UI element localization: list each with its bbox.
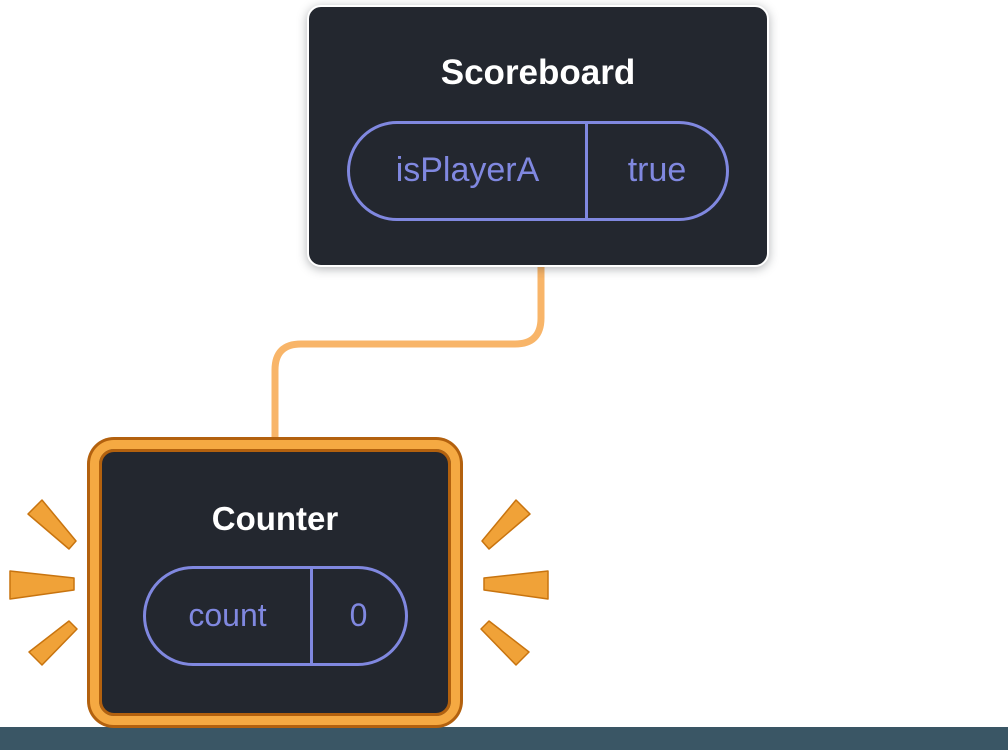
- spark-icon: [483, 570, 549, 600]
- spark-icon: [480, 620, 530, 666]
- state-divider: [585, 123, 588, 218]
- scoreboard-component-card: Scoreboard isPlayerA true: [307, 5, 769, 267]
- state-value: true: [627, 151, 687, 189]
- spark-icon: [28, 620, 78, 666]
- bottom-bar: [0, 727, 1008, 750]
- scoreboard-title: Scoreboard: [440, 52, 636, 92]
- spark-icon: [27, 499, 77, 550]
- state-divider: [309, 568, 313, 663]
- state-value: 0: [349, 597, 368, 634]
- spark-icon: [9, 570, 75, 600]
- counter-title: Counter: [211, 500, 339, 538]
- counter-component-card: Counter count 0: [90, 440, 460, 725]
- spark-icon: [481, 499, 531, 550]
- state-label: count: [188, 597, 267, 634]
- parent-child-connector-line: [271, 256, 545, 454]
- counter-state-pill: count 0: [142, 565, 408, 666]
- state-label: isPlayerA: [395, 151, 540, 189]
- scoreboard-state-pill: isPlayerA true: [347, 120, 729, 221]
